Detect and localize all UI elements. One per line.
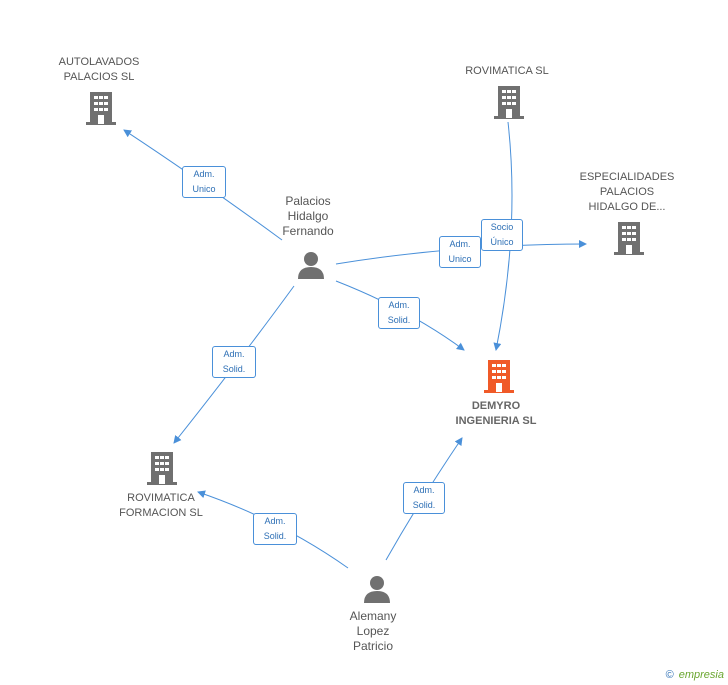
empresia-logo-text: empresia [678,669,724,681]
building-icon[interactable] [614,220,644,256]
empresia-branding[interactable]: © empresia [666,669,724,681]
person-icon[interactable] [296,251,326,279]
node-label-autolavados-palacios[interactable]: AUTOLAVADOS PALACIOS SL [58,56,140,83]
building-icon[interactable] [86,90,116,126]
edge-badge-adm-solid[interactable]: Adm. Solid. [403,482,445,514]
node-label-especialidades-palacios[interactable]: ESPECIALIDADES PALACIOS HIDALGO DE... [579,171,675,213]
node-label-demyro-ingenieria[interactable]: DEMYRO INGENIERIA SL [455,400,537,427]
building-icon[interactable] [494,84,524,120]
edge-badge-adm-solid[interactable]: Adm. Solid. [212,346,256,378]
edge-badge-adm-unico[interactable]: Adm. Unico [439,236,481,268]
edge-badge-adm-solid[interactable]: Adm. Solid. [378,297,420,329]
edge-badge-socio-unico[interactable]: Socio Único [481,219,523,251]
person-icon[interactable] [362,575,392,603]
node-label-rovimatica-formacion[interactable]: ROVIMATICA FORMACION SL [119,492,203,519]
node-label-rovimatica[interactable]: ROVIMATICA SL [465,65,549,77]
node-label-alemany-lopez-patricio[interactable]: Alemany Lopez Patricio [349,609,397,653]
building-icon[interactable] [147,450,177,486]
main-company-building-icon[interactable] [484,358,514,394]
node-label-palacios-hidalgo-fernando[interactable]: Palacios Hidalgo Fernando [282,194,334,238]
copyright-symbol: © [665,669,674,681]
edge-badge-adm-solid[interactable]: Adm. Solid. [253,513,297,545]
edge-badge-adm-unico[interactable]: Adm. Unico [182,166,226,198]
